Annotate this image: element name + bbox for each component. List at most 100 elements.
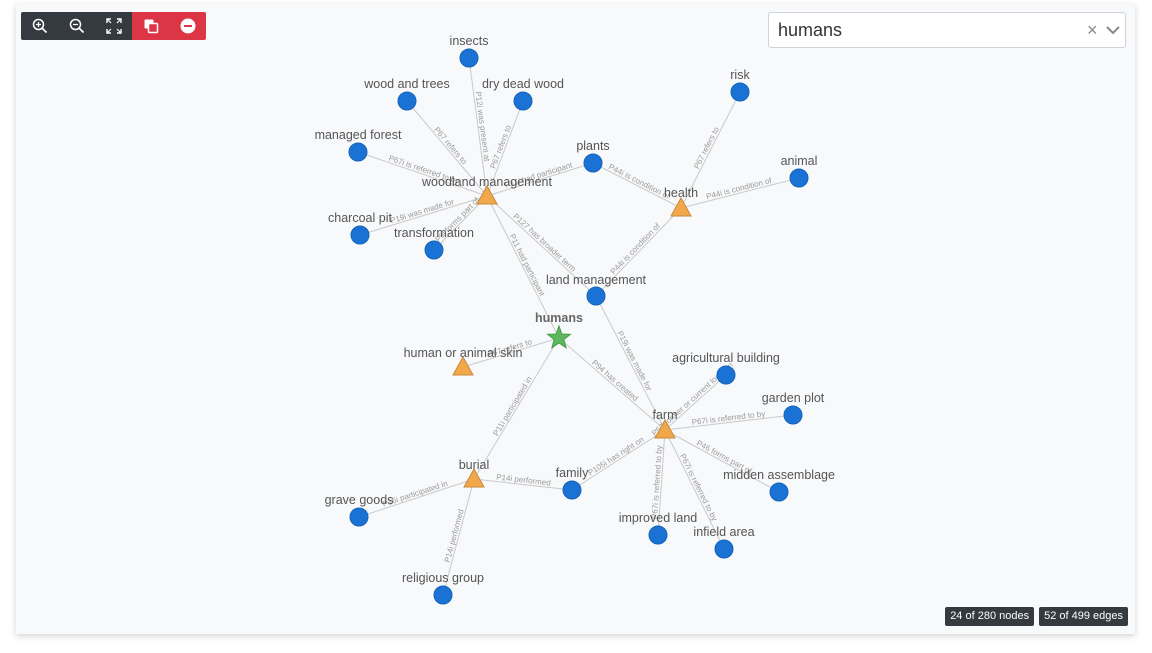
graph-edge[interactable]: [592, 162, 682, 209]
hub-node-marker[interactable]: [476, 184, 498, 205]
graph-edge[interactable]: [473, 337, 560, 480]
concept-node-marker[interactable]: [730, 82, 750, 102]
focus-node-marker[interactable]: [546, 324, 572, 349]
concept-node-marker[interactable]: [350, 225, 370, 245]
node-label: family: [556, 466, 589, 480]
concept-node-marker[interactable]: [583, 153, 603, 173]
node-label: garden plot: [762, 391, 825, 405]
concept-node-marker[interactable]: [397, 91, 417, 111]
graph-node[interactable]: grave goods: [325, 493, 394, 527]
hub-node-marker[interactable]: [463, 467, 485, 488]
concept-node-marker[interactable]: [513, 91, 533, 111]
graph-edge[interactable]: [473, 478, 573, 491]
graph-node[interactable]: woodland management: [421, 175, 553, 205]
graph-node[interactable]: charcoal pit: [328, 211, 392, 245]
edge-label: P44i is condition of: [607, 162, 672, 201]
copy-icon: [144, 19, 158, 34]
graph-node[interactable]: animal: [781, 154, 818, 188]
fit-view-button[interactable]: [95, 12, 132, 40]
graph-edge[interactable]: [571, 429, 666, 491]
hub-node-marker[interactable]: [452, 355, 474, 376]
graph-edge[interactable]: [595, 207, 682, 297]
graph-edge[interactable]: [664, 374, 727, 431]
graph-edge[interactable]: [664, 429, 725, 550]
concept-node-marker[interactable]: [789, 168, 809, 188]
graph-edge[interactable]: [357, 151, 488, 197]
graph-edge[interactable]: [595, 295, 666, 431]
edge-label: P19i was made for: [389, 197, 455, 225]
edge-label: P105i has right on: [587, 435, 646, 478]
graph-edge[interactable]: [486, 100, 524, 197]
graph-node[interactable]: burial: [459, 458, 490, 488]
concept-node-marker[interactable]: [769, 482, 789, 502]
concept-node-marker[interactable]: [433, 585, 453, 605]
graph-edge[interactable]: [486, 162, 594, 197]
graph-node[interactable]: plants: [576, 139, 610, 173]
node-label: human or animal skin: [404, 346, 523, 360]
graph-edge[interactable]: [664, 429, 780, 493]
node-label: animal: [781, 154, 818, 168]
graph-edge[interactable]: [657, 429, 666, 536]
graph-node[interactable]: garden plot: [762, 391, 825, 425]
edge-label: P67 refers to: [692, 125, 721, 170]
graph-node[interactable]: risk: [730, 68, 750, 102]
graph-edge[interactable]: [359, 195, 488, 236]
hub-node-marker[interactable]: [670, 196, 692, 217]
graph-node[interactable]: land management: [546, 273, 647, 306]
node-label: land management: [546, 273, 647, 287]
graph-edge[interactable]: [680, 91, 741, 209]
node-label: risk: [730, 68, 750, 82]
graph-node[interactable]: midden assemblage: [723, 468, 835, 502]
search-input[interactable]: [778, 17, 1078, 43]
concept-node-marker[interactable]: [424, 240, 444, 260]
node-label: woodland management: [421, 175, 552, 189]
concept-node-marker[interactable]: [562, 480, 582, 500]
graph-node[interactable]: insects: [450, 34, 489, 68]
graph-node[interactable]: managed forest: [315, 128, 402, 162]
graph-node[interactable]: transformation: [394, 226, 474, 260]
edge-label: P67 refers to: [488, 123, 513, 170]
graph-edge[interactable]: [468, 57, 488, 197]
node-label: farm: [653, 408, 678, 422]
zoom-out-button[interactable]: [58, 12, 95, 40]
graph-edge[interactable]: [664, 414, 794, 431]
edge-label: P12i was present at: [473, 91, 491, 163]
graph-node[interactable]: family: [556, 466, 589, 500]
node-label: transformation: [394, 226, 474, 240]
graph-node[interactable]: agricultural building: [672, 351, 780, 385]
chevron-down-icon[interactable]: [1105, 22, 1121, 38]
graph-node[interactable]: infield area: [693, 525, 755, 559]
clear-icon[interactable]: ×: [1087, 20, 1098, 40]
concept-node-marker[interactable]: [714, 539, 734, 559]
remove-button[interactable]: [169, 12, 206, 40]
graph-edge[interactable]: [406, 100, 488, 197]
copy-button[interactable]: [132, 12, 169, 40]
concept-node-marker[interactable]: [783, 405, 803, 425]
graph-edge[interactable]: [486, 195, 597, 297]
concept-node-marker[interactable]: [349, 507, 369, 527]
graph-edge[interactable]: [433, 195, 488, 251]
concept-node-marker[interactable]: [716, 365, 736, 385]
concept-node-marker[interactable]: [586, 286, 606, 306]
graph-node[interactable]: wood and trees: [363, 77, 450, 111]
graph-node[interactable]: dry dead wood: [482, 77, 564, 111]
graph-edge[interactable]: [358, 478, 475, 518]
graph-node[interactable]: farm: [653, 408, 678, 439]
graph-edge[interactable]: [486, 195, 560, 339]
graph-node[interactable]: human or animal skin: [404, 346, 523, 376]
graph-edge[interactable]: [558, 337, 666, 431]
graph-node[interactable]: religious group: [402, 571, 484, 605]
zoom-in-button[interactable]: [21, 12, 58, 40]
concept-node-marker[interactable]: [348, 142, 368, 162]
graph-node[interactable]: improved land: [619, 511, 698, 545]
graph-edge[interactable]: [442, 478, 475, 596]
graph-edge[interactable]: [462, 337, 560, 368]
concept-node-marker[interactable]: [648, 525, 668, 545]
node-search[interactable]: ×: [768, 12, 1126, 48]
graph-node[interactable]: humans: [535, 311, 583, 349]
graph-edge[interactable]: [680, 177, 800, 209]
concept-node-marker[interactable]: [459, 48, 479, 68]
hub-node-marker[interactable]: [654, 418, 676, 439]
graph-node[interactable]: health: [664, 186, 698, 217]
